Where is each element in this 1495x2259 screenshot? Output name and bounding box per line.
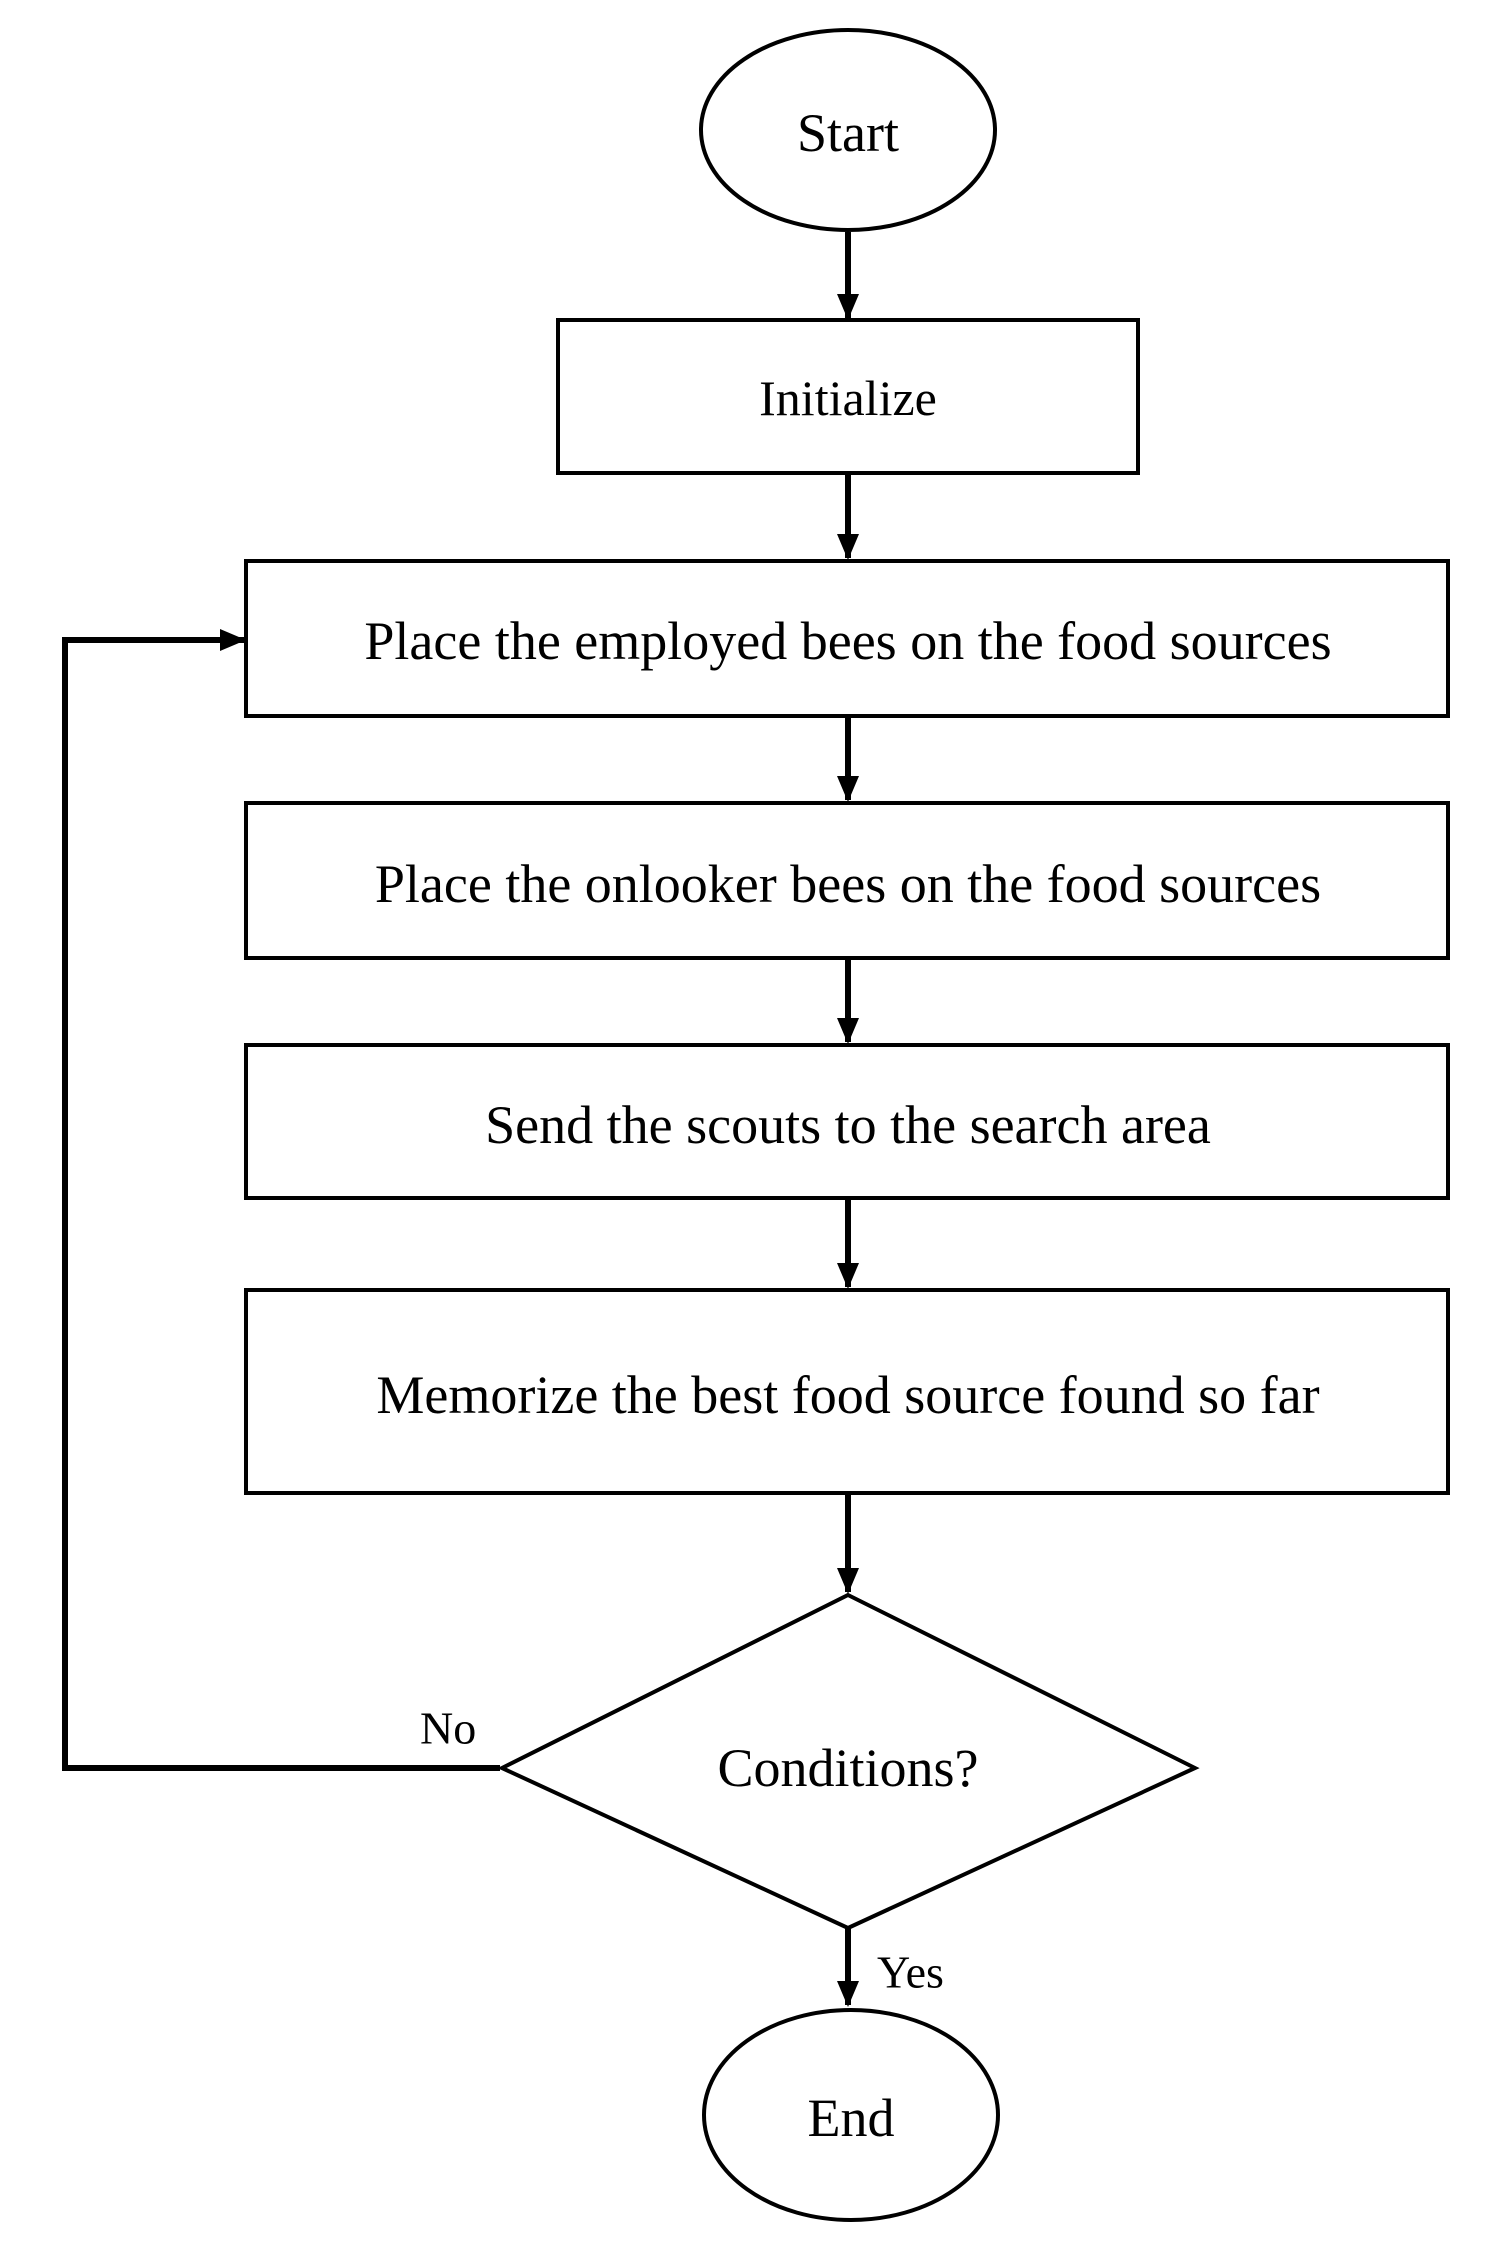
employed-bees-node: Place the employed bees on the food sour… bbox=[244, 559, 1450, 718]
conditions-decision-node: Conditions? bbox=[497, 1592, 1200, 1931]
memorize-node: Memorize the best food source found so f… bbox=[244, 1288, 1450, 1495]
end-node: End bbox=[702, 2008, 1000, 2222]
end-label: End bbox=[808, 2088, 895, 2148]
onlooker-bees-node: Place the onlooker bees on the food sour… bbox=[244, 801, 1450, 960]
scouts-node: Send the scouts to the search area bbox=[244, 1043, 1450, 1200]
conditions-label: Conditions? bbox=[717, 1738, 978, 1798]
start-node: Start bbox=[699, 28, 997, 232]
start-label: Start bbox=[797, 103, 899, 163]
arrow-no-loop-back bbox=[62, 629, 500, 1771]
employed-bees-label: Place the employed bees on the food sour… bbox=[364, 611, 1331, 671]
memorize-label: Memorize the best food source found so f… bbox=[376, 1365, 1319, 1425]
onlooker-bees-label: Place the onlooker bees on the food sour… bbox=[375, 854, 1321, 914]
yes-edge-label: Yes bbox=[877, 1947, 944, 1998]
scouts-label: Send the scouts to the search area bbox=[485, 1095, 1211, 1155]
no-edge-label: No bbox=[420, 1703, 476, 1754]
initialize-label: Initialize bbox=[759, 370, 937, 426]
initialize-node: Initialize bbox=[556, 318, 1140, 475]
